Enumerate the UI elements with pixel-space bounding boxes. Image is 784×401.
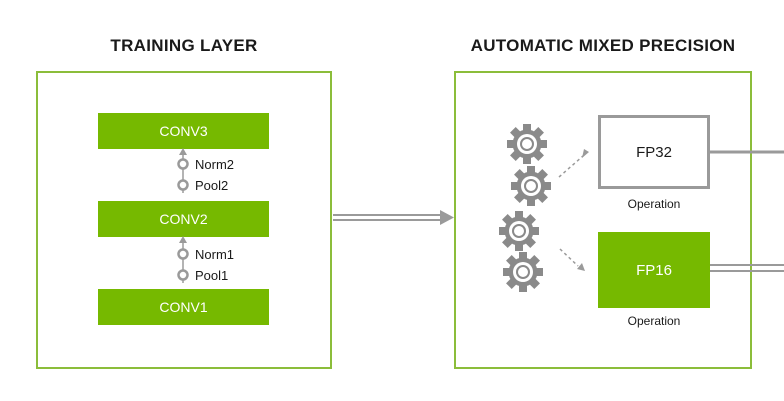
pool1-label: Pool1 (195, 268, 229, 283)
fp32-arrow-icon (558, 149, 589, 178)
fp16-arrow-icon (559, 248, 585, 271)
fp16-label: FP16 (636, 262, 672, 279)
conv-connector-upper (177, 148, 189, 193)
fp32-label: FP32 (636, 144, 672, 161)
fp16-caption: Operation (627, 314, 681, 328)
gear-icon (510, 165, 552, 207)
fp32-caption: Operation (627, 197, 681, 211)
pool2-label: Pool2 (195, 178, 229, 193)
training-layer-title: TRAINING LAYER (110, 36, 258, 55)
gear-icon (502, 251, 544, 293)
fp16-box (598, 232, 710, 308)
conv-connector-lower (177, 236, 189, 283)
norm1-label: Norm1 (195, 247, 235, 262)
fp32-box (598, 115, 710, 189)
norm2-label: Norm2 (195, 157, 235, 172)
gear-icon (506, 123, 548, 165)
mixed-precision-title: AUTOMATIC MIXED PRECISION (470, 36, 736, 55)
conv1-layer: CONV1 (98, 289, 269, 325)
panel-arrow-icon (333, 210, 454, 225)
gear-icon (498, 210, 540, 252)
fp16-output-line (710, 264, 784, 272)
conv3-layer: CONV3 (98, 113, 269, 149)
conv2-layer: CONV2 (98, 201, 269, 237)
